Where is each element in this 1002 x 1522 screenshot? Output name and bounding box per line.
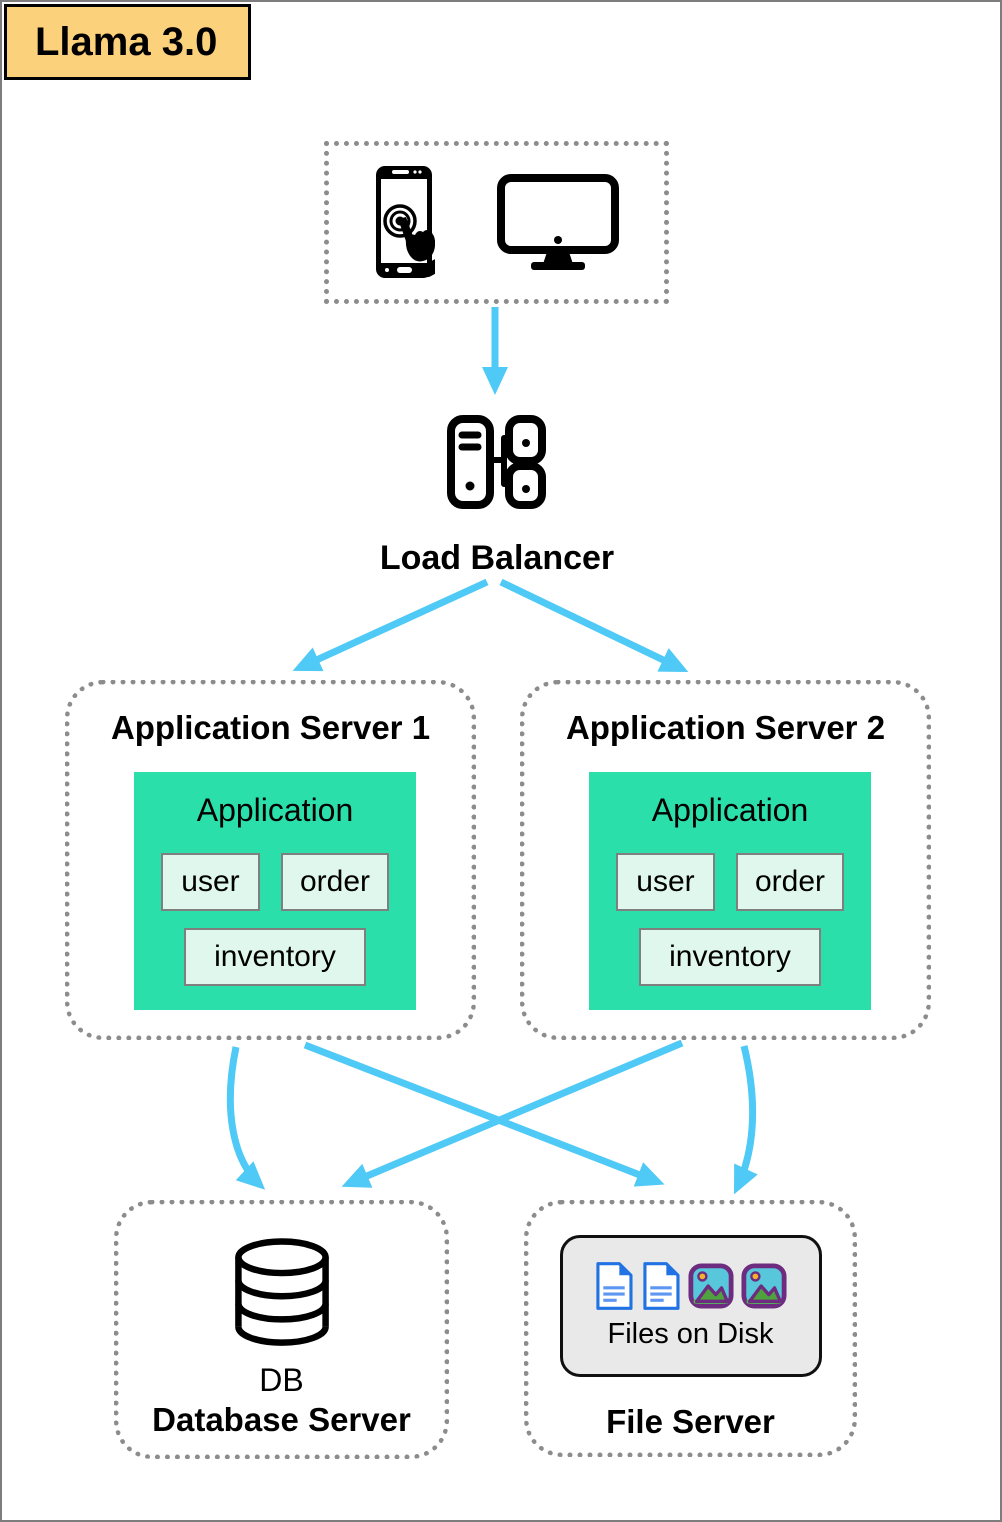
arrow-app-server-1-to-database-server	[226, 1046, 266, 1190]
load-balancer-icon	[447, 415, 546, 509]
arrow-app-server-1-to-file-server	[303, 1041, 665, 1187]
application-server-2-box: Application Server 2 Application user or…	[520, 680, 931, 1040]
desktop-monitor-icon	[496, 173, 619, 270]
application-label-1: Application	[196, 792, 354, 828]
module-user-2: user	[615, 853, 715, 911]
diagram-title-label: Llama 3.0	[35, 19, 218, 64]
arrow-load-balancer-to-app-server-2	[499, 578, 689, 673]
arrow-app-server-2-to-file-server	[733, 1045, 758, 1195]
arrow-load-balancer-to-app-server-1	[292, 578, 489, 672]
module-inventory-1: inventory	[184, 928, 366, 986]
file-server-title: File Server	[606, 1403, 775, 1440]
load-balancer-label: Load Balancer	[379, 539, 615, 577]
application-label-2: Application	[651, 792, 809, 828]
arrow-app-server-2-to-database-server	[341, 1039, 684, 1188]
module-user-1: user	[160, 853, 260, 911]
files-on-disk-panel: Files on Disk	[559, 1235, 822, 1377]
document-file-icon	[596, 1262, 633, 1310]
application-server-1-box: Application Server 1 Application user or…	[65, 680, 476, 1040]
module-order-1: order	[280, 853, 390, 911]
module-inventory-2: inventory	[639, 928, 821, 986]
application-container-1: Application user order inventory	[134, 772, 416, 1010]
database-server-title: Database Server	[152, 1401, 411, 1438]
db-icon-label: DB	[259, 1362, 304, 1398]
clients-group	[324, 141, 669, 304]
image-file-icon	[741, 1263, 787, 1309]
application-server-1-title: Application Server 1	[110, 709, 431, 746]
application-container-2: Application user order inventory	[589, 772, 871, 1010]
smartphone-touch-icon	[375, 165, 435, 278]
database-server-box: DB Database Server	[114, 1200, 449, 1459]
image-file-icon	[688, 1263, 734, 1309]
module-order-2: order	[735, 853, 845, 911]
file-server-box: Files on Disk File Server	[524, 1200, 857, 1457]
document-file-icon	[643, 1262, 680, 1310]
database-cylinder-icon	[234, 1238, 329, 1346]
diagram-title: Llama 3.0	[4, 4, 251, 80]
files-on-disk-label: Files on Disk	[607, 1318, 774, 1350]
application-server-2-title: Application Server 2	[565, 709, 886, 746]
